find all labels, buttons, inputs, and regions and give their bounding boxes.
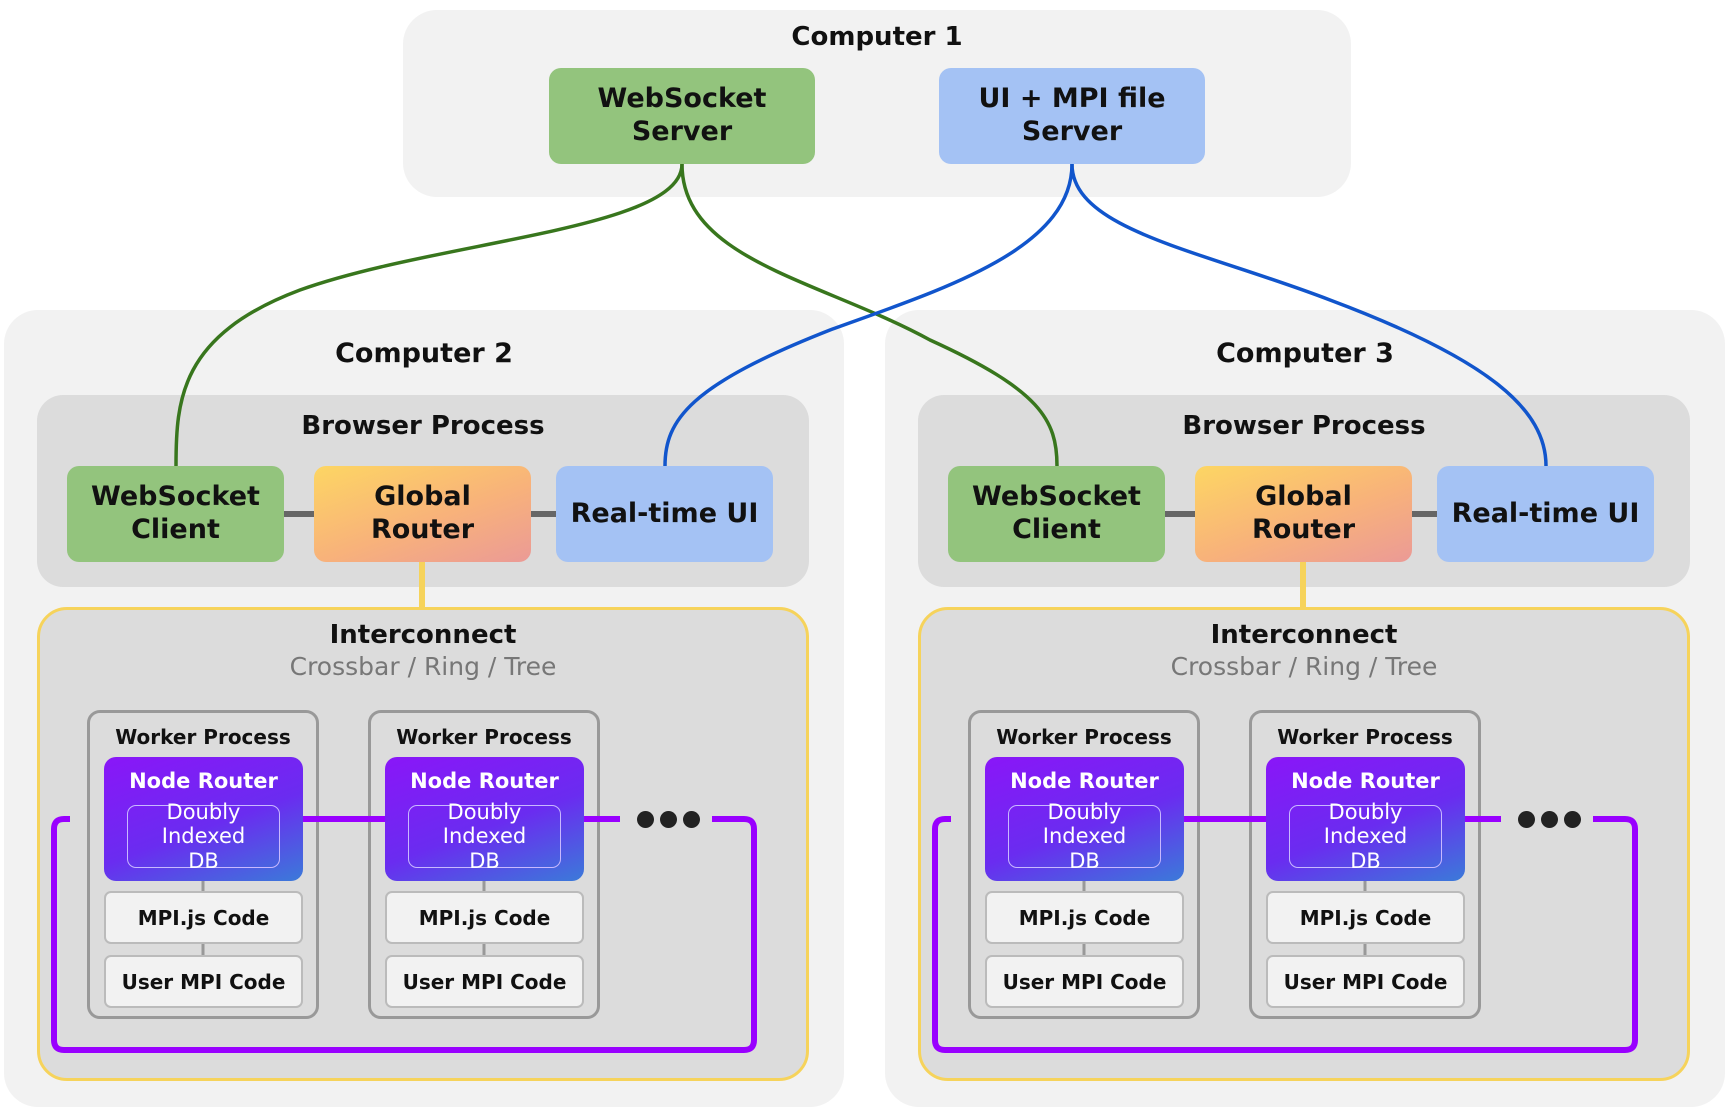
c2-w2-node-router-label: Node Router — [410, 769, 559, 793]
websocket-link-computer3 — [680, 163, 1059, 467]
c3-ring — [932, 816, 1638, 1053]
computer3-browser-process-title: Browser Process — [1182, 411, 1426, 441]
c2-w1-node-router — [104, 757, 303, 881]
computer3-global-router: Global Router — [1195, 466, 1412, 562]
dot — [683, 811, 700, 828]
computer3-websocket-client: WebSocket Client — [948, 466, 1165, 562]
ui-link-computer3 — [1070, 163, 1548, 467]
websocket-link-computer2 — [174, 163, 684, 467]
computer2-topology-label: Crossbar / Ring / Tree — [289, 652, 557, 681]
computer2-websocket-client: WebSocket Client — [67, 466, 284, 562]
c3-w2-doubly-indexed-db: Doubly Indexed DB — [1289, 800, 1442, 873]
computer2-interconnect-title: Interconnect — [329, 620, 517, 650]
ui-mpi-file-server-box: UI + MPI file Server — [939, 68, 1205, 164]
c2-w1-user-mpi-code: User MPI Code — [104, 955, 303, 1008]
computer3-realtime-ui: Real-time UI — [1437, 466, 1654, 562]
c2-w2-user-mpi-code: User MPI Code — [385, 955, 584, 1008]
computer2-realtime-ui: Real-time UI — [556, 466, 773, 562]
websocket-server-box: WebSocket Server — [549, 68, 815, 164]
computer2-title: Computer 2 — [335, 338, 513, 369]
c2-w1-mpijs-code: MPI.js Code — [104, 891, 303, 944]
c3-w2-node-router-label: Node Router — [1291, 769, 1440, 793]
c2-w2-node-router — [385, 757, 584, 881]
dot — [1564, 811, 1581, 828]
c2-w2-doubly-indexed-db: Doubly Indexed DB — [408, 800, 561, 873]
c2-more-workers-dots — [637, 811, 700, 828]
c3-w1-mpijs-code: MPI.js Code — [985, 891, 1184, 944]
c3-w2-node-router — [1266, 757, 1465, 881]
computer3-worker-1-label: Worker Process — [996, 725, 1172, 749]
c3-w1-node-router-label: Node Router — [1010, 769, 1159, 793]
c3-more-workers-dots — [1518, 811, 1581, 828]
computer3-title: Computer 3 — [1216, 338, 1394, 369]
computer1-title: Computer 1 — [791, 22, 963, 52]
dot — [1518, 811, 1535, 828]
c2-w2-mpijs-code: MPI.js Code — [385, 891, 584, 944]
computer3-worker-2-label: Worker Process — [1277, 725, 1453, 749]
computer2-worker-1-label: Worker Process — [115, 725, 291, 749]
computer2-browser-process-title: Browser Process — [301, 411, 545, 441]
dot — [637, 811, 654, 828]
c2-w1-node-router-label: Node Router — [129, 769, 278, 793]
c2-ring — [51, 816, 757, 1053]
c3-w1-user-mpi-code: User MPI Code — [985, 955, 1184, 1008]
dot — [660, 811, 677, 828]
c3-w2-mpijs-code: MPI.js Code — [1266, 891, 1465, 944]
c2-w1-doubly-indexed-db: Doubly Indexed DB — [127, 800, 280, 873]
computer3-topology-label: Crossbar / Ring / Tree — [1170, 652, 1438, 681]
c3-w1-node-router — [985, 757, 1184, 881]
computer2-worker-2-label: Worker Process — [396, 725, 572, 749]
c3-w1-doubly-indexed-db: Doubly Indexed DB — [1008, 800, 1161, 873]
computer3-interconnect-title: Interconnect — [1210, 620, 1398, 650]
dot — [1541, 811, 1558, 828]
computer2-global-router: Global Router — [314, 466, 531, 562]
ui-link-computer2 — [663, 163, 1074, 467]
c3-w2-user-mpi-code: User MPI Code — [1266, 955, 1465, 1008]
